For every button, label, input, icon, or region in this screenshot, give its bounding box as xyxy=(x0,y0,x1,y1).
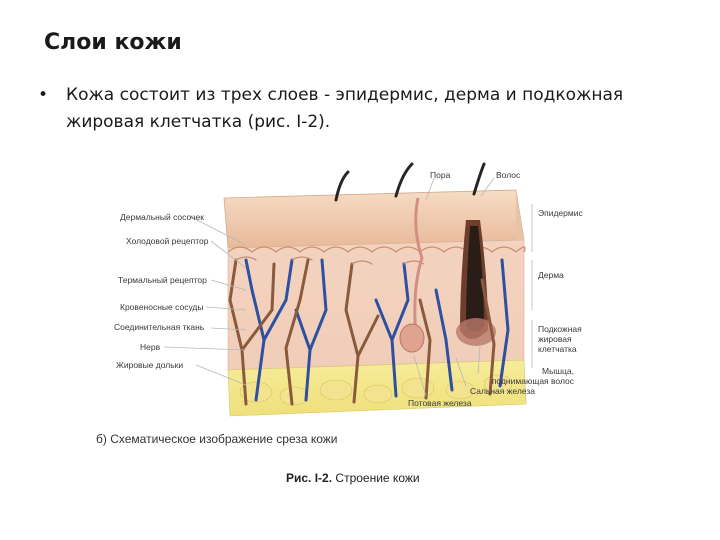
bullet-marker: • xyxy=(38,85,49,105)
left-leader-lines xyxy=(163,216,247,386)
hair-shafts xyxy=(334,162,486,202)
label-epidermis: Эпидермис xyxy=(538,208,583,218)
label-connective-tissue: Соединительная ткань xyxy=(114,322,205,332)
label-nerve: Нерв xyxy=(140,342,161,352)
right-leader-lines xyxy=(413,177,533,397)
label-cold-receptor: Холодовой рецептор xyxy=(126,236,209,246)
figure-subcaption: б) Схематическое изображение среза кожи xyxy=(96,432,338,446)
label-hair: Волос xyxy=(496,170,521,180)
label-thermal-receptor: Термальный рецептор xyxy=(118,275,207,285)
blood-vessels xyxy=(228,256,510,406)
bullet-item: • Кожа состоит из трех слоев - эпидермис… xyxy=(38,82,678,136)
hair-follicle xyxy=(456,220,496,346)
label-pore: Пора xyxy=(430,170,451,180)
bullet-text: Кожа состоит из трех слоев - эпидермис, … xyxy=(66,85,624,132)
label-arrector-muscle: Мышца, поднимающая волос xyxy=(491,366,574,386)
skin-illustration xyxy=(163,162,533,417)
label-dermis: Дерма xyxy=(538,270,564,280)
label-sebaceous-gland: Сальная железа xyxy=(470,386,535,396)
label-sweat-gland: Потовая железа xyxy=(408,398,472,408)
figure-caption-text: Строение кожи xyxy=(335,471,420,485)
figure-number: Рис. I-2. xyxy=(286,471,333,485)
label-dermal-papilla: Дермальный сосочек xyxy=(120,212,204,222)
skin-diagram: Дермальный сосочек Холодовой рецептор Те… xyxy=(96,160,656,490)
slide-title: Слои кожи xyxy=(44,30,182,55)
sweat-gland xyxy=(399,197,425,353)
label-subcutaneous: Подкожная жировая клетчатка xyxy=(538,324,582,354)
label-fat-lobules: Жировые дольки xyxy=(116,360,184,370)
figure-caption: Рис. I-2. Строение кожи xyxy=(286,471,420,485)
label-blood-vessels: Кровеносные сосуды xyxy=(120,302,204,312)
